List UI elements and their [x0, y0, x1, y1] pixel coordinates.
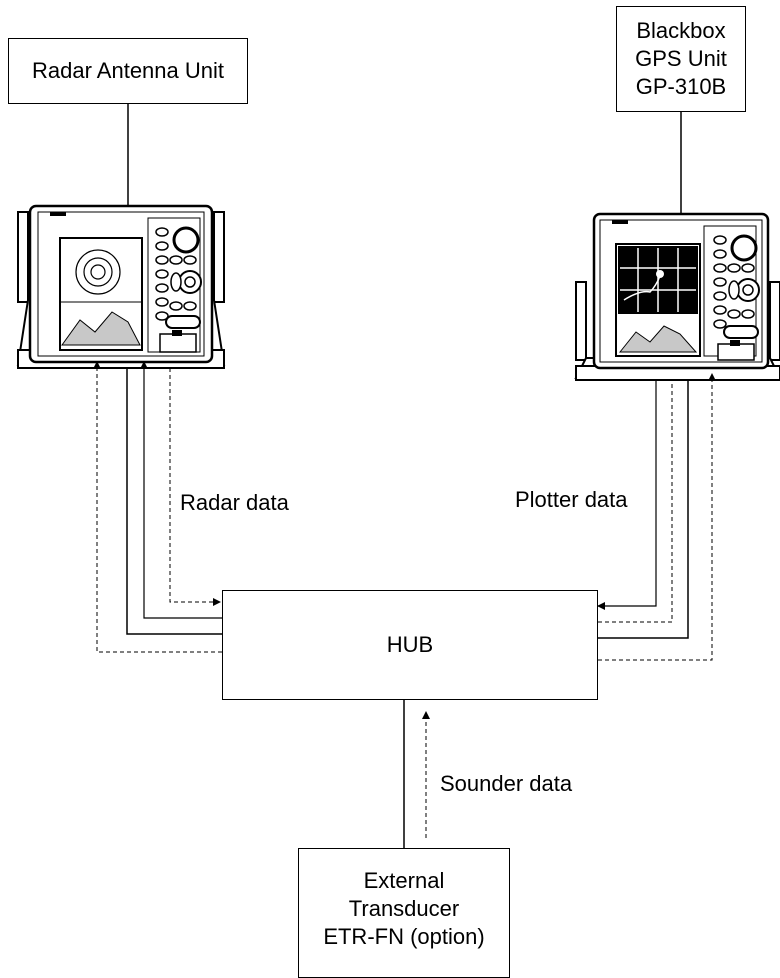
radar-data-dashed-up — [93, 361, 222, 653]
hub-label: HUB — [386, 632, 434, 657]
sounder-data-label: Sounder data — [440, 771, 573, 796]
gps-line-1: Blackbox — [636, 18, 726, 43]
transducer-line-3: ETR-FN (option) — [323, 924, 485, 949]
hub-box: HUB — [222, 590, 598, 700]
plotter-data-dashed-up — [598, 373, 716, 661]
radar-data-arrow-up — [140, 361, 222, 619]
radar-antenna-box: Radar Antenna Unit — [8, 38, 248, 104]
radar-antenna-label: Radar Antenna Unit — [31, 58, 225, 83]
transducer-line-2: Transducer — [348, 896, 460, 921]
plotter-data-arrow-left — [597, 380, 657, 610]
transducer-box: External Transducer ETR-FN (option) — [298, 848, 510, 978]
plotter-data-label: Plotter data — [515, 487, 628, 512]
radar-cable-solid — [126, 368, 222, 635]
radar-display-unit — [16, 204, 226, 369]
plotter-data-dashed — [598, 380, 673, 623]
gps-unit-box: Blackbox GPS Unit GP-310B — [616, 6, 746, 112]
radar-data-label: Radar data — [180, 490, 289, 515]
plotter-display-unit — [574, 212, 780, 381]
gps-line-2: GPS Unit — [635, 46, 727, 71]
transducer-line-1: External — [363, 868, 445, 893]
plotter-cable-solid — [598, 380, 689, 639]
gps-line-3: GP-310B — [635, 74, 727, 99]
radar-data-dashed-right — [169, 368, 221, 606]
